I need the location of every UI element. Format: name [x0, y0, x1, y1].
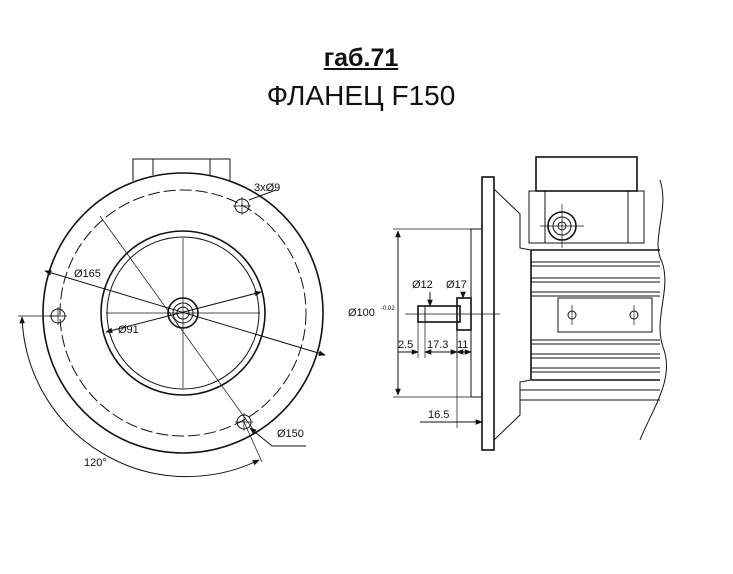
label-dim-16-5: 16.5	[428, 409, 449, 421]
nameplate-screw-left	[567, 305, 577, 325]
dimension-d165-line	[44, 270, 326, 356]
angle-ext-line	[243, 421, 263, 463]
label-dim-17-3: 17.3	[427, 339, 448, 351]
label-d100: Ø100	[348, 307, 375, 319]
page-subtitle: ФЛАНЕЦ F150	[266, 80, 456, 111]
holes-leader	[248, 189, 277, 201]
terminal-box-outline	[132, 158, 231, 181]
label-dim-11: 11	[457, 339, 468, 351]
flange-plate	[481, 176, 495, 451]
nameplate	[557, 297, 653, 333]
break-line	[639, 179, 668, 441]
bracket-outline	[493, 188, 532, 441]
bolt-hole-top	[233, 197, 251, 215]
side-view: Ø100 -0.02 Ø12 Ø17 2.5 17.3 11 16.5	[348, 156, 668, 451]
label-holes: 3xØ9	[254, 182, 280, 194]
nameplate-screw-right	[629, 305, 639, 325]
label-d12: Ø12	[412, 279, 433, 291]
page-title: габ.71	[323, 44, 399, 72]
side-terminal-base	[528, 190, 645, 244]
label-d165: Ø165	[74, 268, 101, 280]
label-d150: Ø150	[277, 428, 304, 440]
label-d91: Ø91	[118, 324, 139, 336]
cable-gland-icon	[540, 204, 584, 248]
spigot	[470, 228, 483, 398]
motor-housing	[530, 249, 660, 381]
label-d100-tolerance: -0.02	[381, 306, 395, 312]
label-d17: Ø17	[446, 279, 467, 291]
label-dim-2-5: 2.5	[398, 339, 413, 351]
cooling-fins	[520, 261, 660, 401]
angle-arc	[19, 316, 260, 478]
side-terminal-box	[535, 156, 638, 192]
label-angle: 120°	[84, 457, 107, 469]
front-view: Ø165 Ø91 3xØ9 Ø150 120°	[18, 158, 326, 478]
